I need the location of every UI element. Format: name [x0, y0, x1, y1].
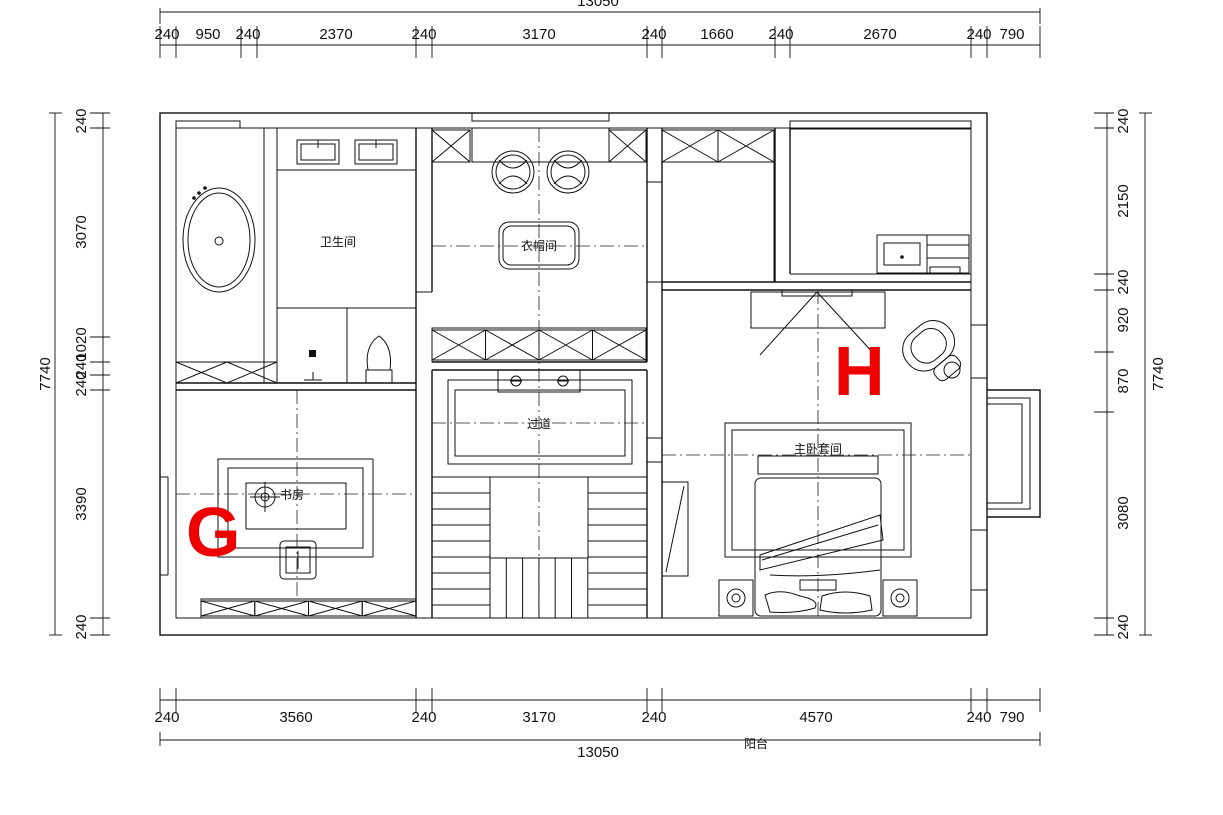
top-dim-9: 240 [768, 26, 793, 43]
right-dim-2: 2150 [1115, 184, 1132, 217]
master-suite-label: 主卧套间 [794, 442, 842, 456]
axis-lines [176, 128, 971, 618]
left-dim-4: 240 [73, 353, 90, 378]
top-dim-2: 950 [195, 26, 220, 43]
corridor: 过道 [447, 369, 633, 465]
top-dim-8: 1660 [700, 26, 733, 43]
study: 书房 [200, 458, 417, 619]
left-dim-1: 240 [73, 108, 90, 133]
bottom-dim-5: 240 [641, 709, 666, 726]
top-dim-12: 790 [999, 26, 1024, 43]
top-dim-4: 2370 [319, 26, 352, 43]
bottom-dim-8: 790 [999, 709, 1024, 726]
bathroom: 卫生间 [175, 127, 417, 384]
right-dim-4: 920 [1115, 307, 1132, 332]
top-dim-7: 240 [641, 26, 666, 43]
left-dimension-chain: 7740 240 3070 1020 240 240 3390 240 [37, 108, 110, 640]
top-dim-5: 240 [411, 26, 436, 43]
left-dim-5: 240 [73, 371, 90, 396]
left-dim-2: 3070 [73, 215, 90, 248]
bottom-dim-2: 3560 [279, 709, 312, 726]
study-desk [245, 482, 347, 530]
top-dim-10: 2670 [863, 26, 896, 43]
study-chair [279, 540, 317, 580]
right-dim-7: 240 [1115, 614, 1132, 639]
right-dim-3: 240 [1115, 269, 1132, 294]
top-total-dim: 13050 [577, 0, 619, 10]
top-dim-11: 240 [966, 26, 991, 43]
top-dimension-chain: 13050 240 950 240 2370 240 3170 240 1660… [154, 0, 1041, 58]
bottom-dimension-chain: 240 3560 240 3170 240 4570 240 790 13050… [154, 688, 1041, 761]
bottom-total-dim: 13050 [577, 744, 619, 761]
study-label: 书房 [280, 487, 304, 502]
stool-left [491, 150, 535, 194]
left-total-dim: 7740 [37, 357, 54, 390]
balcony-label: 阳台 [744, 736, 768, 751]
right-dimension-chain: 240 2150 240 920 870 3080 240 7740 [1094, 108, 1167, 640]
bathroom-label: 卫生间 [320, 235, 356, 249]
bottom-dim-7: 240 [966, 709, 991, 726]
bathtub [182, 187, 256, 293]
right-dim-6: 3080 [1115, 496, 1132, 529]
cloakroom-label: 衣帽间 [521, 238, 557, 253]
bottom-dim-4: 3170 [522, 709, 555, 726]
bottom-dim-1: 240 [154, 709, 179, 726]
right-total-dim: 7740 [1150, 357, 1167, 390]
top-dim-3: 240 [235, 26, 260, 43]
bottom-dim-3: 240 [411, 709, 436, 726]
right-dim-5: 870 [1115, 368, 1132, 393]
left-dim-3: 1020 [73, 327, 90, 360]
master-bedroom: 主卧套间 [661, 129, 970, 617]
left-dim-6: 3390 [73, 487, 90, 520]
bed [754, 477, 882, 617]
left-dim-7: 240 [73, 614, 90, 639]
staircase [431, 476, 648, 619]
bed-headboard [757, 455, 879, 475]
stool-right [546, 150, 590, 194]
nightstand-left [718, 579, 754, 617]
cloakroom-island [498, 221, 580, 270]
bottom-dim-6: 4570 [799, 709, 832, 726]
marker-h: H [834, 332, 885, 410]
marker-g: G [186, 493, 240, 571]
nightstand-right [882, 579, 918, 617]
top-dim-6: 3170 [522, 26, 555, 43]
top-dim-1: 240 [154, 26, 179, 43]
right-dim-1: 240 [1115, 108, 1132, 133]
lounge-chair [902, 320, 962, 382]
toilet [366, 335, 391, 371]
